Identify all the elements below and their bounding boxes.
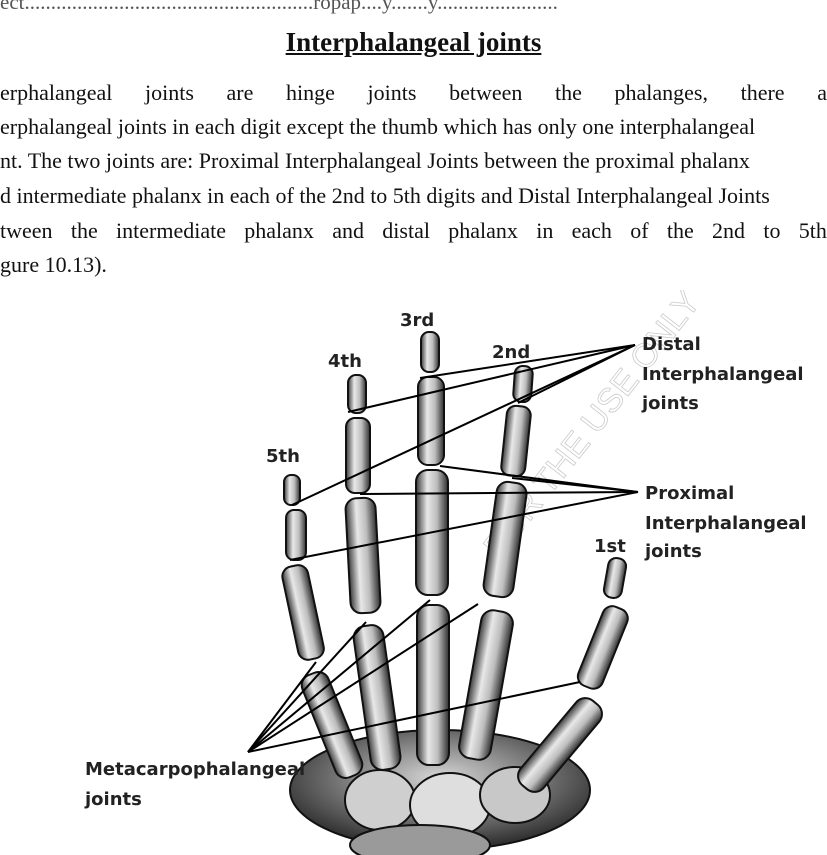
distal-label-line3: joints	[641, 393, 699, 414]
word: erphalangeal	[0, 80, 113, 105]
label-5th: 5th	[266, 446, 300, 467]
paragraph-line-4: d intermediate phalanx in each of the 2n…	[0, 183, 770, 208]
word: in	[536, 218, 554, 243]
word: the	[666, 218, 694, 243]
paragraph-line-1: erphalangeal joints are hinge joints bet…	[0, 80, 827, 106]
hand-skeleton-figure: FOR THE USE ONLY	[0, 290, 827, 855]
proximal-label-line2: Interphalangeal	[645, 513, 807, 534]
proximal-label-line1: Proximal	[645, 483, 734, 504]
word: hinge	[286, 80, 335, 105]
word: phalanx	[244, 218, 314, 243]
mcp-label-line1: Metacarpophalangeal	[85, 759, 305, 780]
fifth-digit-bones	[281, 474, 364, 779]
word: between	[449, 80, 523, 105]
third-digit-bones	[415, 331, 450, 766]
word: 2nd	[712, 218, 746, 243]
word: joints	[145, 80, 194, 105]
word: tween	[0, 218, 53, 243]
distal-label-line1: Distal	[642, 334, 701, 355]
cut-off-top-line: ect.....................................…	[0, 0, 558, 14]
word: are	[226, 80, 254, 105]
word: each	[571, 218, 612, 243]
hand-skeleton-illustration: FOR THE USE ONLY	[84, 290, 807, 855]
paragraph-line-3: nt. The two joints are: Proximal Interph…	[0, 148, 750, 173]
leader-lines	[247, 344, 639, 753]
word: phalanx	[448, 218, 518, 243]
word: intermediate	[116, 218, 226, 243]
paragraph-line-6: gure 10.13).	[0, 252, 107, 277]
second-digit-bones	[458, 364, 534, 761]
word: 5th	[798, 218, 827, 243]
carpal-bones	[289, 729, 591, 855]
paragraph-line-5: tween the intermediate phalanx and dista…	[0, 218, 827, 244]
label-4th: 4th	[328, 351, 362, 372]
word: the	[70, 218, 98, 243]
label-2nd: 2nd	[492, 342, 530, 363]
word: to	[763, 218, 781, 243]
word: a	[817, 80, 827, 105]
section-heading: Interphalangeal joints	[285, 27, 542, 57]
proximal-label-line3: joints	[644, 541, 702, 562]
mcp-label-line2: joints	[84, 789, 142, 810]
thumb-bones	[517, 557, 629, 793]
paragraph-line-2: erphalangeal joints in each digit except…	[0, 114, 756, 139]
word: distal	[382, 218, 430, 243]
word: joints	[367, 80, 417, 105]
label-1st: 1st	[594, 536, 626, 557]
word: phalanges,	[614, 80, 708, 105]
fourth-digit-bones	[344, 374, 402, 771]
word: and	[332, 218, 364, 243]
label-3rd: 3rd	[400, 310, 434, 331]
word: of	[630, 218, 649, 243]
word: there	[740, 80, 785, 105]
word: the	[554, 80, 582, 105]
distal-label-line2: Interphalangeal	[642, 364, 804, 385]
